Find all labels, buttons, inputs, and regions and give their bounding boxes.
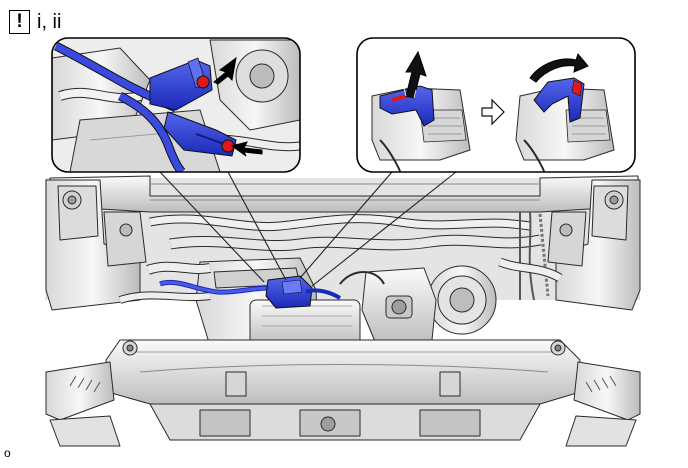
leader-lines: [159, 171, 457, 287]
curved-rotate-arrow-icon: [529, 52, 589, 83]
callout-steps-label: i, ii: [37, 10, 62, 33]
figure-id: o: [4, 446, 11, 460]
lift-up-arrow-icon: [403, 50, 427, 99]
engine-bay-main: [45, 175, 641, 447]
black-arrow-icon: [230, 141, 263, 157]
black-arrow-icon: [213, 56, 237, 85]
right-detail-inset: [356, 37, 636, 173]
left-detail-inset: [51, 37, 301, 173]
procedure-callout: ! i, ii: [9, 9, 61, 35]
hollow-arrow-right-icon: [481, 98, 505, 126]
exclamation-box-icon: !: [9, 10, 30, 34]
